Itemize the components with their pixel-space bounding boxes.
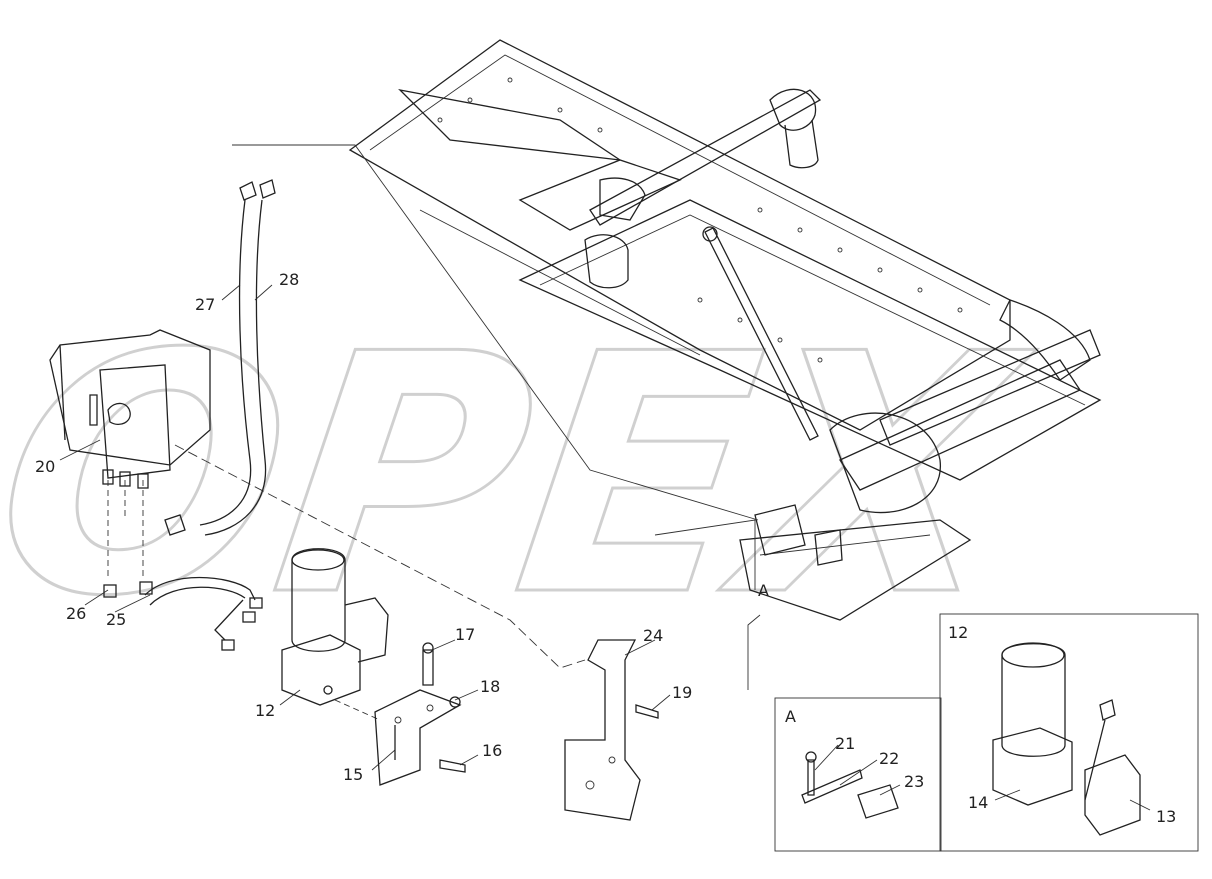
pump-motor-12: [281, 548, 389, 706]
callout-26: 26: [66, 604, 86, 623]
pipe-fittings-25-26: [103, 576, 263, 651]
callout-labels: 12 13 14 15 16 17 18 19 20 21 22 23 24 2…: [35, 270, 1176, 826]
callout-17: 17: [455, 625, 475, 644]
callout-19: 19: [672, 683, 692, 702]
callout-25: 25: [106, 610, 126, 629]
detail-12-title: 12: [948, 623, 968, 642]
callout-15: 15: [343, 765, 363, 784]
callout-23: 23: [904, 772, 924, 791]
chassis-frame: [348, 39, 1102, 621]
detail-a-frame: A: [774, 697, 942, 852]
callout-22: 22: [879, 749, 899, 768]
callout-12: 12: [255, 701, 275, 720]
detail-a-title: A: [785, 707, 796, 726]
valve-block-20: [49, 329, 211, 489]
callout-21: 21: [835, 734, 855, 753]
callout-24: 24: [643, 626, 663, 645]
callout-13: 13: [1156, 807, 1176, 826]
callout-18: 18: [480, 677, 500, 696]
callout-28: 28: [279, 270, 299, 289]
callout-20: 20: [35, 457, 55, 476]
bracket-24: [564, 639, 659, 821]
callout-a: A: [758, 581, 769, 600]
callout-14: 14: [968, 793, 988, 812]
leader-lines: [59, 144, 1151, 811]
detail-12-frame: 12: [939, 613, 1199, 852]
callout-27: 27: [195, 295, 215, 314]
watermark-text: OPEX: [0, 285, 1046, 669]
callout-16: 16: [482, 741, 502, 760]
bracket-15: [374, 642, 466, 786]
hoses-27-28: [164, 179, 276, 536]
